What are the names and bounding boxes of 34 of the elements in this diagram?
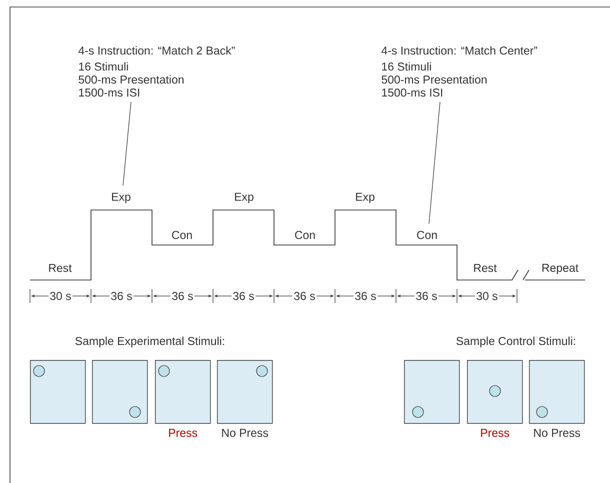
stimulus-panel [404, 360, 460, 424]
block-label: Con [295, 230, 315, 240]
block-label: Rest [474, 264, 497, 272]
block-label: Rest [49, 264, 72, 272]
duration-label: 36 s [355, 292, 376, 300]
leader-line [428, 102, 440, 224]
stimulus-panel [92, 360, 148, 424]
stimulus-panel [155, 360, 211, 424]
block-label: Exp [356, 192, 374, 204]
stimulus-panel [467, 360, 523, 424]
block-label: Con [417, 230, 437, 240]
stimulus-panel [217, 360, 273, 424]
duration-label: 36 s [233, 292, 254, 300]
duration-label: 36 s [172, 292, 193, 300]
block-label: Exp [235, 192, 254, 204]
response-label: No Press [222, 428, 268, 437]
duration-label: 36 s [294, 292, 315, 300]
section-heading: Sample Experimental Stimuli: [75, 336, 224, 348]
instruction-text: 4-s Instruction: “Match Center” 16 Stimuli 500-ms Presentation 1500-ms ISI [381, 46, 538, 97]
block-label: Repeat [542, 264, 578, 274]
response-label: Press [169, 428, 198, 437]
duration-label: 30 s [476, 292, 498, 300]
duration-label: 36 s [416, 292, 437, 300]
block-label: Con [172, 230, 192, 240]
duration-label: 30 s [50, 292, 71, 300]
stimulus-panel [30, 360, 86, 424]
block-label: Exp [112, 192, 130, 204]
leader-line [122, 102, 132, 186]
instruction-text: 4-s Instruction: “Match 2 Back” 16 Stimuli 500-ms Presentation 1500-ms ISI [78, 46, 235, 97]
duration-label: 36 s [111, 292, 132, 300]
response-label: Press [481, 428, 510, 437]
response-label: No Press [534, 428, 580, 437]
section-heading: Sample Control Stimuli: [456, 336, 575, 348]
stimulus-panel [529, 360, 585, 424]
